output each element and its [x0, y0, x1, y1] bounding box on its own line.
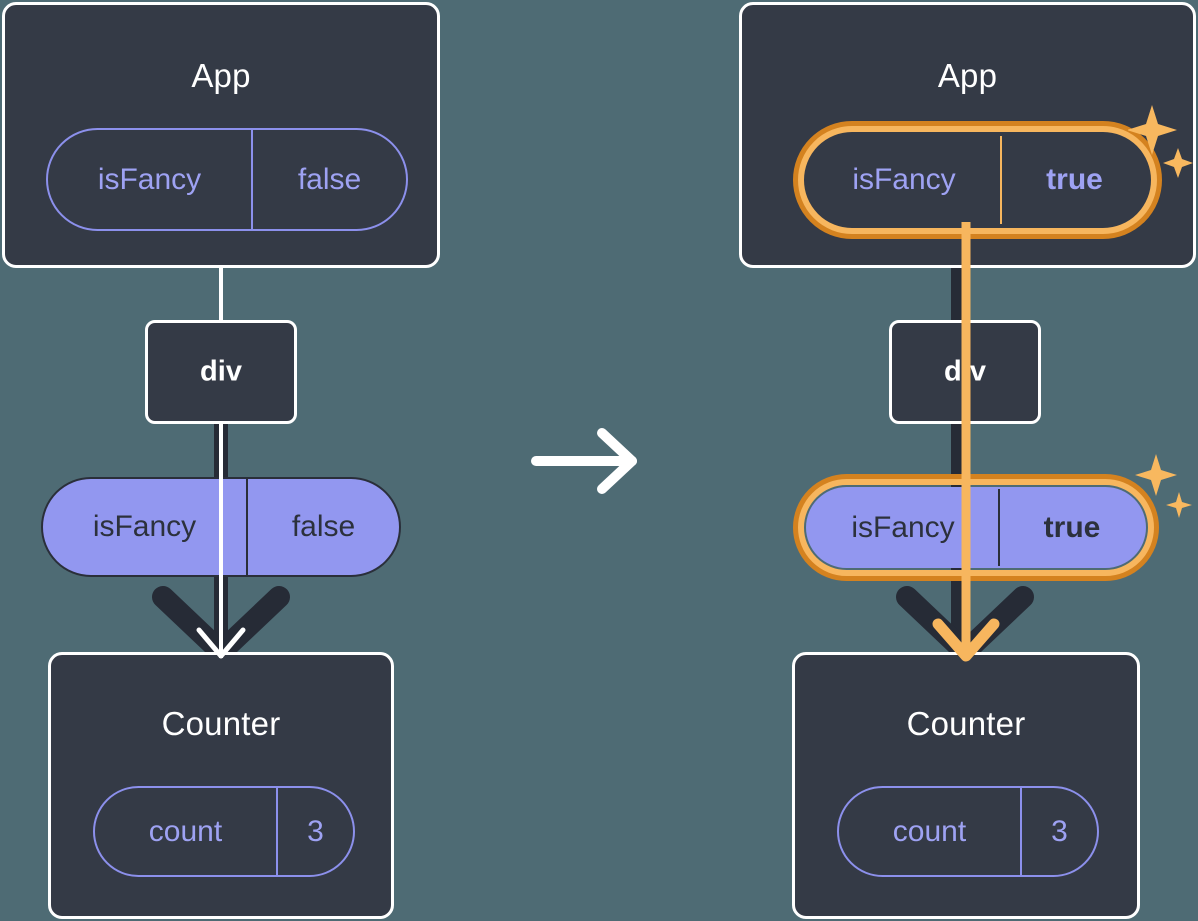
prop-pill-value: true [998, 489, 1144, 566]
component-box-div[interactable]: div [145, 320, 297, 424]
prop-pill-value: false [246, 479, 399, 575]
state-pill-count-counter[interactable]: count 3 [837, 786, 1099, 877]
component-title-counter: Counter [161, 705, 281, 742]
state-pill-isfancy-app[interactable]: isFancy true [806, 134, 1149, 226]
state-pill-key: isFancy [97, 162, 202, 196]
state-pill-count-counter[interactable]: count 3 [93, 786, 355, 877]
state-pill-key: count [148, 814, 223, 848]
prop-pill-key: isFancy [92, 510, 197, 543]
state-pill-value: false [251, 130, 406, 229]
state-pill-value: true [1000, 136, 1147, 224]
prop-pill-isfancy[interactable]: isFancy true [806, 487, 1146, 568]
component-box-app[interactable]: App isFancy false [2, 2, 440, 268]
component-box-counter[interactable]: Counter count 3 [792, 652, 1140, 919]
component-title-app: App [937, 57, 998, 94]
state-pill-value: 3 [276, 788, 353, 875]
component-title-counter: Counter [906, 705, 1026, 742]
sparkles-icon [1135, 454, 1192, 518]
state-pill-value: 3 [1020, 788, 1097, 875]
state-pill-key: count [892, 814, 967, 848]
state-pill-isfancy-app[interactable]: isFancy false [46, 128, 408, 231]
prop-pill-key: isFancy [851, 510, 955, 544]
component-box-counter[interactable]: Counter count 3 [48, 652, 394, 919]
state-pill-key: isFancy [852, 163, 956, 196]
sparkles-icon [1128, 105, 1193, 178]
transition-arrow-right-icon [531, 428, 637, 494]
component-title-div: div [200, 355, 242, 388]
component-title-app: App [191, 57, 251, 94]
